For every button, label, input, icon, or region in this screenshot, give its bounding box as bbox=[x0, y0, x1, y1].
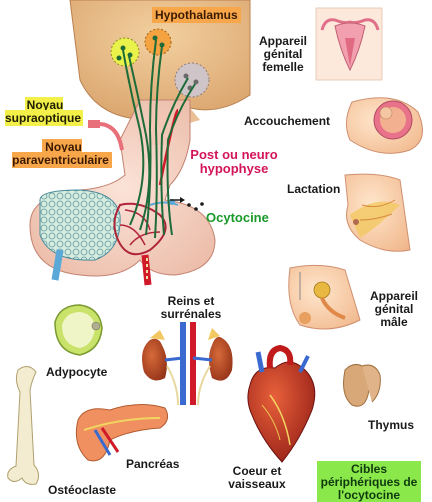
peripheral-targets-label: Cibles périphériques de l'ocytocine bbox=[314, 448, 424, 502]
pituitary-gland-shape bbox=[29, 99, 216, 277]
pancreas-label: Pancréas bbox=[126, 457, 180, 471]
supraoptic-nucleus-label: Noyau supraoptique bbox=[4, 97, 83, 126]
male-genital-label: Appareil génital mâle bbox=[369, 289, 418, 329]
heart-illustration bbox=[247, 344, 316, 463]
bone-illustration bbox=[7, 366, 40, 485]
adipocyte-illustration bbox=[54, 304, 103, 356]
hypothalamus-label: Hypothalamus bbox=[152, 7, 241, 23]
heart-label: Coeur et vaisseaux bbox=[228, 464, 286, 491]
paraventricular-nucleus bbox=[144, 28, 172, 56]
lactation-illustration bbox=[344, 173, 411, 252]
thymus-illustration bbox=[343, 364, 381, 407]
neural-axons bbox=[122, 39, 196, 239]
oxytocin-molecules bbox=[170, 197, 204, 211]
lactation-label: Lactation bbox=[287, 182, 341, 196]
uterus-illustration bbox=[315, 7, 383, 81]
childbirth-label: Accouchement bbox=[244, 114, 331, 128]
adipocyte-label: Adypocyte bbox=[46, 365, 108, 379]
grey-nucleus bbox=[174, 62, 210, 98]
kidneys-label: Reins et surrénales bbox=[160, 294, 222, 321]
oxytocin-label: Ocytocine bbox=[206, 210, 269, 225]
childbirth-illustration bbox=[346, 97, 423, 154]
posthypophyse-label: Post ou neuro hypophyse bbox=[190, 147, 278, 176]
paraventricular-nucleus-label: Noyau paraventriculaire bbox=[10, 128, 114, 168]
pancreas-illustration bbox=[75, 404, 169, 462]
kidneys-illustration bbox=[142, 322, 233, 406]
male-genital-illustration bbox=[288, 264, 361, 330]
thymus-label: Thymus bbox=[368, 418, 415, 432]
osteoclast-label: Ostéoclaste bbox=[48, 483, 117, 497]
female-genital-label: Appareil génital femelle bbox=[258, 34, 307, 74]
